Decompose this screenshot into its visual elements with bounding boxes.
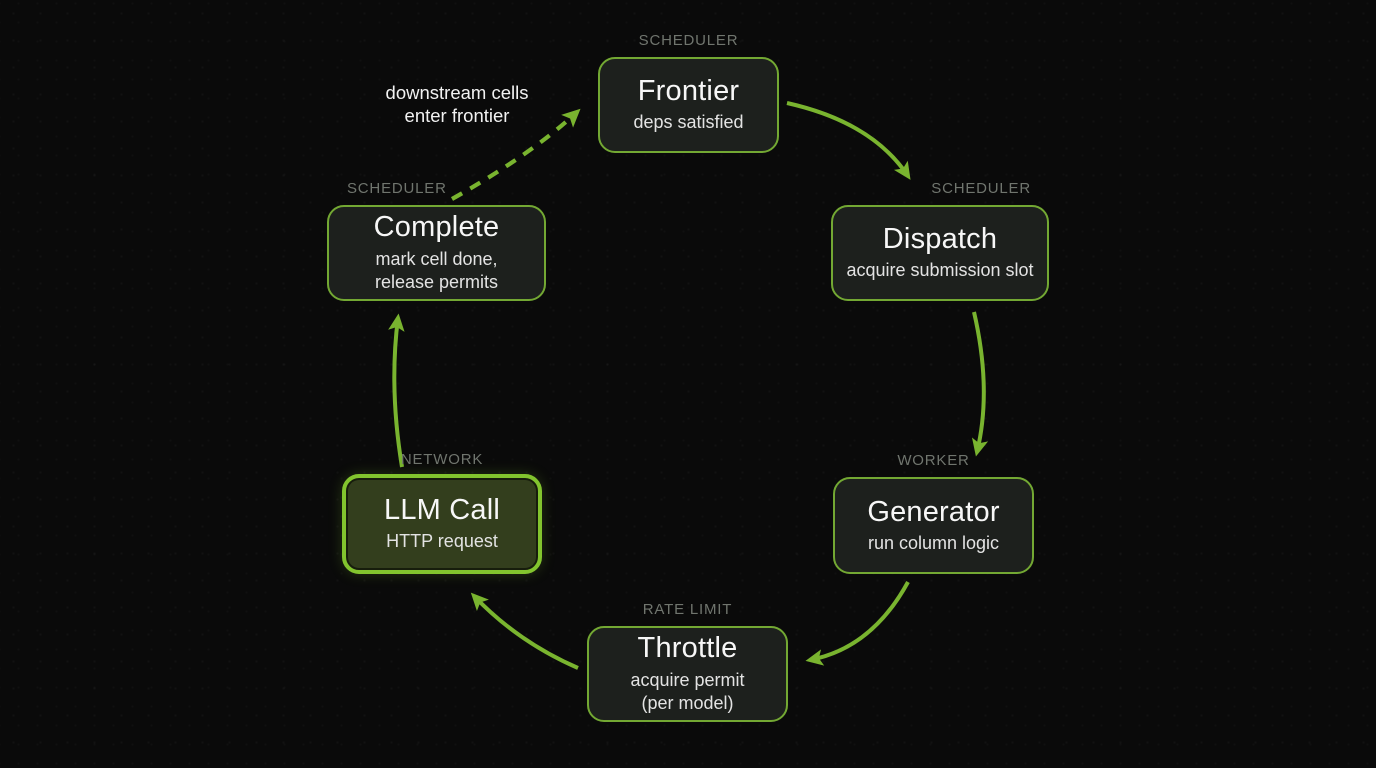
node-frontier: SCHEDULER Frontier deps satisfied [598, 32, 779, 153]
node-title: Generator [867, 495, 1000, 528]
node-dispatch: SCHEDULER Dispatch acquire submission sl… [831, 180, 1049, 301]
node-subtitle: run column logic [867, 532, 1000, 553]
node-title: Throttle [637, 632, 738, 665]
node-complete: SCHEDULER Complete mark cell done, relea… [327, 180, 546, 301]
node-title: Dispatch [882, 223, 998, 256]
arrow-generator-to-throttle [805, 581, 910, 666]
stage-label-scheduler: SCHEDULER [931, 180, 1031, 197]
arrow-dispatch-to-generator [971, 311, 989, 457]
node-title: Complete [373, 211, 500, 244]
arrow-throttle-to-llm-call [470, 592, 579, 670]
node-subtitle: mark cell done, release permits [374, 248, 499, 293]
stage-label-scheduler: SCHEDULER [638, 32, 739, 49]
stage-label-scheduler: SCHEDULER [347, 180, 447, 197]
node-subtitle: HTTP request [386, 531, 498, 552]
stage-label-worker: WORKER [897, 452, 970, 469]
stage-label-network: NETWORK [400, 451, 484, 468]
node-subtitle: acquire submission slot [846, 260, 1034, 281]
arrow-frontier-to-dispatch [786, 101, 911, 180]
node-throttle: RATE LIMIT Throttle acquire permit (per … [587, 601, 788, 722]
stage-label-rate-limit: RATE LIMIT [642, 601, 733, 618]
annotation-downstream-cells: downstream cells enter frontier [385, 82, 529, 127]
arrow-llm-call-to-complete [388, 313, 405, 468]
node-generator: WORKER Generator run column logic [833, 452, 1034, 574]
node-llm-call: NETWORK LLM Call HTTP request [342, 451, 542, 574]
node-title: Frontier [637, 75, 740, 108]
node-title: LLM Call [383, 494, 501, 527]
node-subtitle: deps satisfied [633, 112, 744, 133]
node-subtitle: acquire permit (per model) [630, 669, 745, 714]
